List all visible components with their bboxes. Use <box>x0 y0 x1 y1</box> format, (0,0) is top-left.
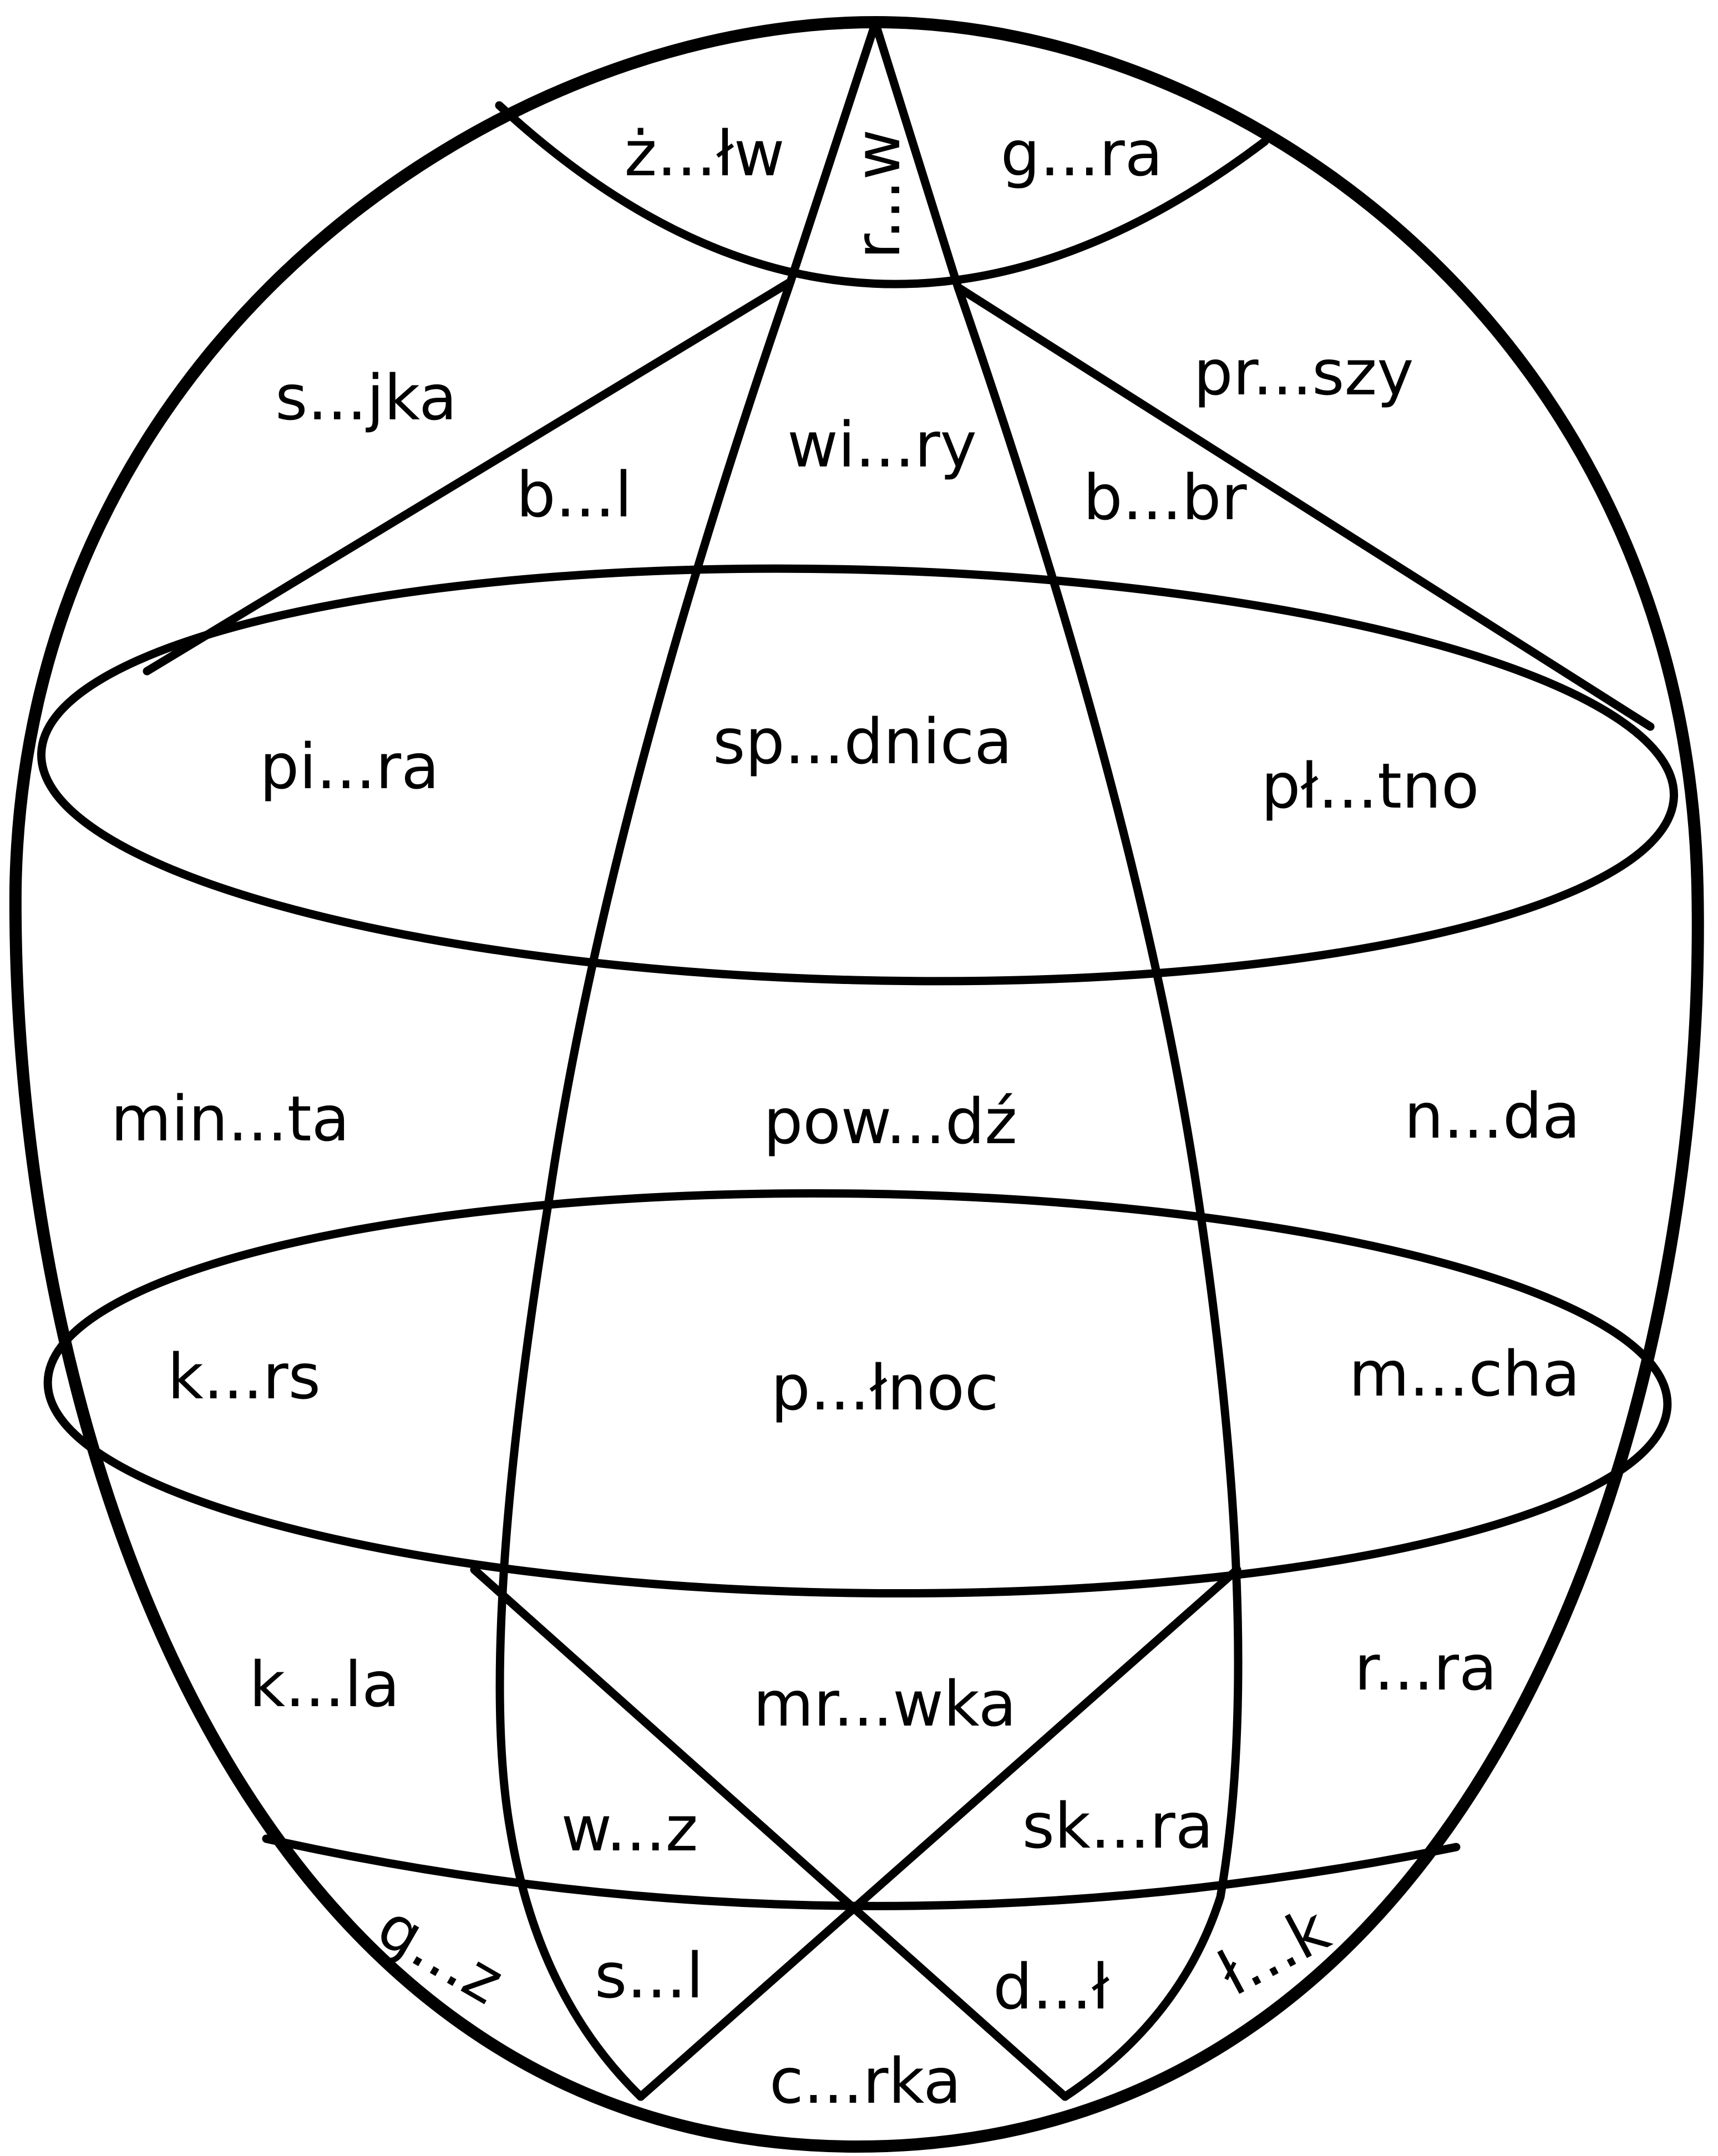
upper-left-diagonal <box>143 277 795 676</box>
word-bottom-far-left: g...z <box>366 1890 515 2018</box>
word-bottom-left: s...l <box>595 1940 703 2012</box>
word-middle-right: n...da <box>1404 1080 1580 1153</box>
word-lower-left: k...la <box>249 1649 399 1721</box>
word-band2-right: m...cha <box>1349 1338 1580 1411</box>
word-lower-center-left: w...z <box>561 1793 698 1865</box>
word-band2-center: p...łnoc <box>771 1352 999 1424</box>
word-band2-left: k...rs <box>168 1341 321 1413</box>
center-right-line <box>871 19 1243 2101</box>
top-cap-arc <box>495 101 1269 288</box>
egg-outline <box>9 16 1704 2153</box>
word-lower-right: r...ra <box>1354 1632 1497 1704</box>
lower-ellipse-band <box>43 1189 1672 1598</box>
center-left-line <box>495 19 880 2101</box>
word-upper-right: pr...szy <box>1193 337 1413 409</box>
bottom-band-arc <box>262 1834 1461 1910</box>
word-top-center: r...w <box>842 129 914 259</box>
word-middle-left: min...ta <box>111 1083 350 1155</box>
word-band1-left: pi...ra <box>260 731 439 803</box>
word-upper-center: wi...ry <box>787 409 977 481</box>
word-band1-center: sp...dnica <box>713 706 1012 778</box>
word-bottom-far-right: ł...k <box>1207 1893 1341 2010</box>
word-upper-right-inner: b...br <box>1083 462 1247 534</box>
word-bottom-center: c...rka <box>769 2046 961 2118</box>
word-lower-center: mr...wka <box>753 1668 1017 1741</box>
lower-cross-right-diagonal <box>636 1565 1241 2101</box>
upper-right-diagonal <box>954 283 1655 731</box>
word-bottom-right: d...ł <box>993 1951 1109 2023</box>
word-lower-center-right: sk...ra <box>1022 1790 1214 1863</box>
lower-cross-left-diagonal <box>470 1565 1070 2101</box>
word-middle-center: pow...dź <box>763 1086 1017 1158</box>
word-band1-right: pł...tno <box>1261 750 1479 823</box>
word-top-left: ż...łw <box>624 118 784 190</box>
word-upper-left: s...jka <box>275 362 457 434</box>
word-top-right: g...ra <box>1001 118 1163 190</box>
upper-ellipse-band <box>37 564 1679 986</box>
word-upper-left-inner: b...l <box>516 459 632 531</box>
